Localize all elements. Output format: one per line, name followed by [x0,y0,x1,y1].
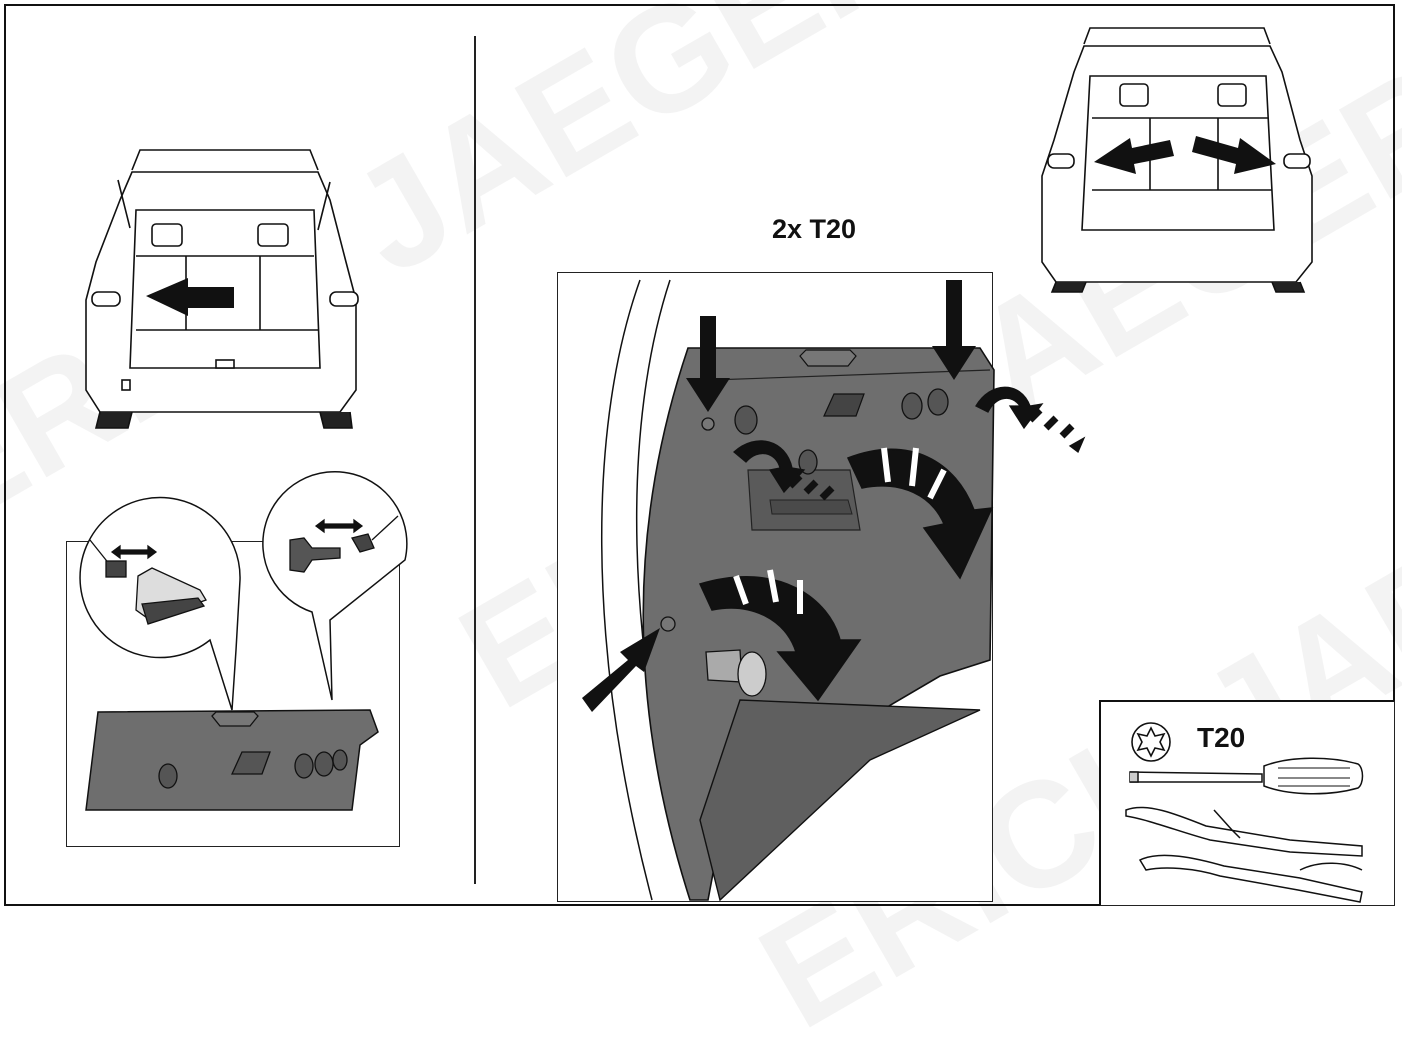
car-rear-view-right [1041,27,1313,293]
screwdriver-icon [1129,757,1364,795]
pull-out-arrow [975,386,1086,454]
rotate-arrow-upper [846,447,994,580]
trim-removal-illustration [582,279,1086,902]
unplug-arrow-left [110,544,158,560]
tools-illustration [1125,722,1364,903]
tool-label: T20 [1197,722,1246,753]
screw-arrow-right [932,280,976,380]
push-clip-icon [705,649,767,697]
unplug-arrow-right [314,518,364,534]
trim-panel-small [85,709,379,811]
rotate-arrow-small [733,440,835,501]
car-rear-view-left [85,149,359,429]
column-divider [474,36,476,884]
screw-hole-top [701,417,715,431]
screw-arrow-top [686,316,730,412]
screw-hole-bottom [660,616,676,632]
car-rear-view-icon [1041,27,1313,293]
screw-count-label: 2x T20 [772,214,857,244]
light-removal-illustration [79,471,408,811]
rotate-arrow-large [698,569,862,702]
pull-right-arrow [1192,136,1276,174]
trim-removal-pliers-icon [1125,806,1363,903]
pull-left-arrow [1094,138,1174,174]
torx-bit-icon [1131,722,1171,762]
screw-arrow-left-bottom [582,628,660,712]
slide-left-arrow [146,278,234,316]
